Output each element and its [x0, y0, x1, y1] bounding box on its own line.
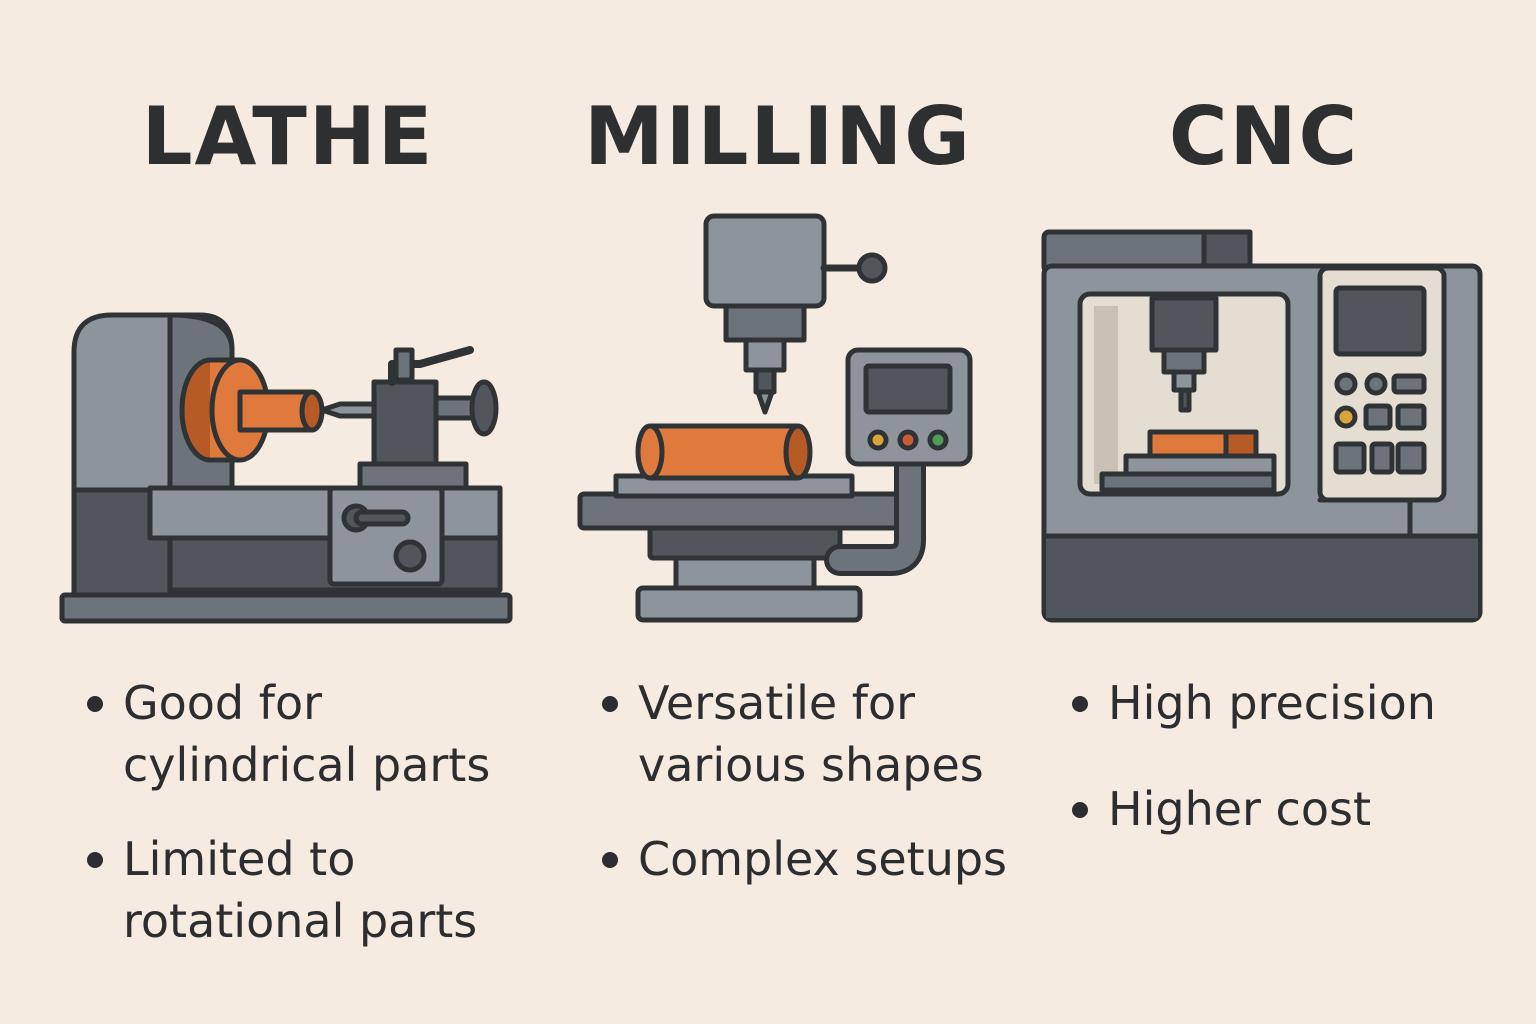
list-item: Versatile for various shapes [600, 672, 1040, 796]
milling-bullet-list: Versatile for various shapes Complex set… [600, 672, 1040, 922]
list-item: High precision [1070, 672, 1510, 734]
milling-title: MILLING [584, 90, 972, 183]
lathe-title: LATHE [141, 90, 435, 183]
list-item: Complex setups [600, 828, 1040, 890]
list-item: Limited to rotational parts [85, 828, 535, 952]
cnc-machine-icon [1041, 229, 1483, 623]
milling-machine-icon [577, 213, 973, 623]
lathe-machine-icon [59, 312, 513, 624]
list-item: Higher cost [1070, 778, 1510, 840]
cnc-bullet-list: High precision Higher cost [1070, 672, 1510, 884]
lathe-bullet-list: Good for cylindrical parts Limited to ro… [85, 672, 535, 984]
cnc-title: CNC [1168, 90, 1360, 183]
list-item: Good for cylindrical parts [85, 672, 535, 796]
